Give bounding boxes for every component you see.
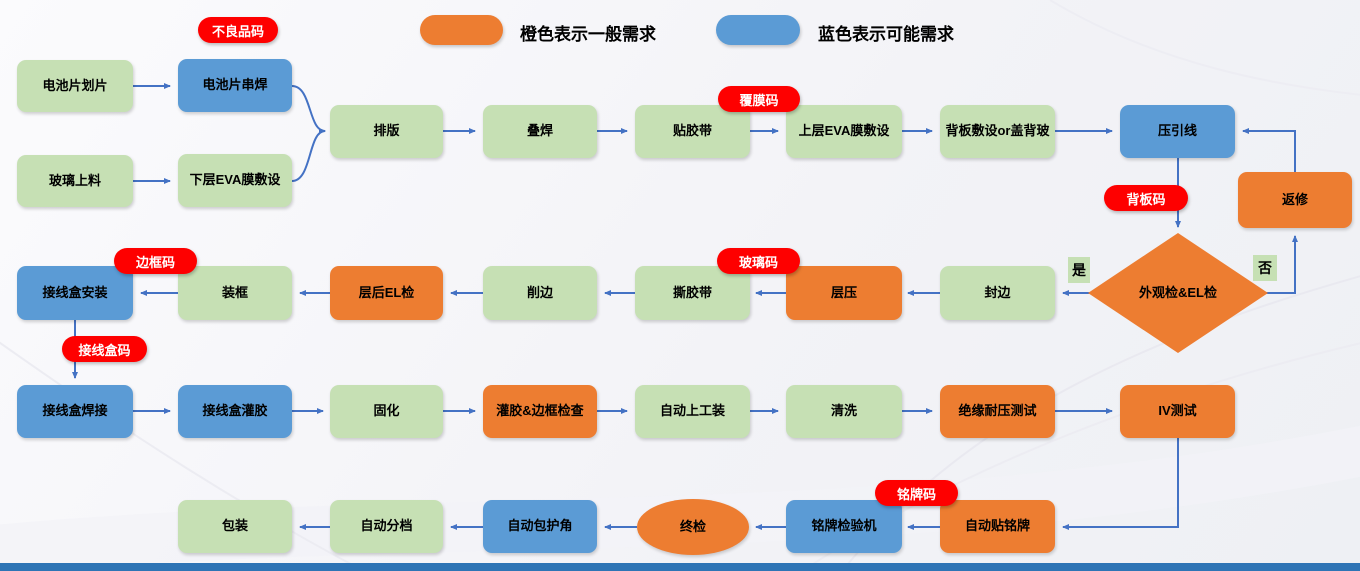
- node-lower-eva-laying: 下层EVA膜敷设: [178, 154, 292, 207]
- node-layout: 排版: [330, 105, 443, 158]
- badge-nameplate-code: 铭牌码: [875, 480, 958, 506]
- node-final-inspection: 终检: [637, 499, 749, 555]
- node-auto-fixture-loading: 自动上工装: [635, 385, 750, 438]
- node-lamination: 层压: [786, 266, 902, 320]
- node-auto-nameplate: 自动贴铭牌: [940, 500, 1055, 553]
- footer-bar: [0, 563, 1360, 571]
- node-iv-test: IV测试: [1120, 385, 1235, 438]
- legend-blue-swatch: [716, 15, 800, 45]
- node-rework: 返修: [1238, 172, 1352, 228]
- node-upper-eva-laying: 上层EVA膜敷设: [786, 105, 902, 158]
- node-backsheet-laying: 背板敷设or盖背玻: [940, 105, 1055, 158]
- node-auto-binning: 自动分档: [330, 500, 443, 553]
- badge-defective-code: 不良品码: [198, 17, 278, 43]
- node-lead-pressing: 压引线: [1120, 105, 1235, 158]
- node-junction-box-welding: 接线盒焊接: [17, 385, 133, 438]
- node-edge-sealing: 封边: [940, 266, 1055, 320]
- badge-glass-code: 玻璃码: [717, 248, 800, 274]
- decision-no-label: 否: [1253, 255, 1277, 281]
- decision-yes-label: 是: [1068, 257, 1090, 283]
- node-insulation-test: 绝缘耐压测试: [940, 385, 1055, 438]
- node-tape-removal: 撕胶带: [635, 266, 750, 320]
- node-framing: 装框: [178, 266, 292, 320]
- legend-orange-swatch: [420, 15, 503, 45]
- node-taping: 贴胶带: [635, 105, 750, 158]
- node-curing: 固化: [330, 385, 443, 438]
- node-cleaning: 清洗: [786, 385, 902, 438]
- node-glass-loading: 玻璃上料: [17, 155, 133, 207]
- node-potting-frame-check: 灌胶&边框检查: [483, 385, 597, 438]
- node-auto-corner-protect: 自动包护角: [483, 500, 597, 553]
- node-junction-box-install: 接线盒安装: [17, 266, 133, 320]
- legend-orange-label: 橙色表示一般需求: [520, 25, 656, 44]
- badge-backsheet-code: 背板码: [1104, 185, 1188, 211]
- node-stack-welding: 叠焊: [483, 105, 597, 158]
- badge-film-code: 覆膜码: [718, 86, 800, 112]
- node-junction-box-potting: 接线盒灌胶: [178, 385, 292, 438]
- badge-junction-box-code: 接线盒码: [62, 336, 147, 362]
- node-post-lamination-el: 层后EL检: [330, 266, 443, 320]
- node-visual-el-inspection: 外观检&EL检: [1088, 233, 1268, 353]
- node-cell-scribing: 电池片划片: [17, 60, 133, 112]
- node-edge-trimming: 削边: [483, 266, 597, 320]
- badge-frame-code: 边框码: [114, 248, 197, 274]
- node-nameplate-inspection: 铭牌检验机: [786, 500, 902, 553]
- legend-blue-label: 蓝色表示可能需求: [818, 25, 954, 44]
- node-cell-string-welding: 电池片串焊: [178, 59, 292, 112]
- node-packing: 包装: [178, 500, 292, 553]
